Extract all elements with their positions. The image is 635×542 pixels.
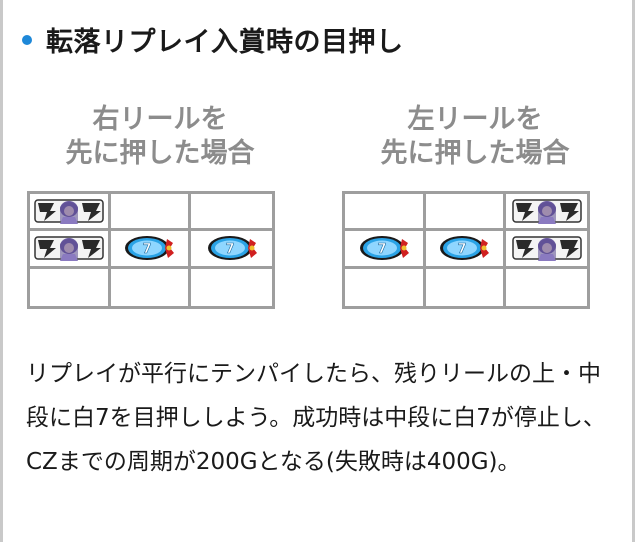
reel-cell [30, 231, 111, 269]
section-heading: 転落リプレイ入賞時の目押し [22, 20, 404, 59]
reel-cell: 7 [425, 231, 507, 269]
replay-symbol-icon [511, 197, 582, 225]
svg-text:7: 7 [225, 242, 234, 257]
replay-symbol-icon [34, 234, 104, 262]
reel-cell: 7 [345, 231, 426, 269]
caption-line: 先に押した場合 [380, 138, 570, 169]
reel-cell [191, 194, 272, 232]
reel-cell: 7 [110, 231, 192, 269]
caption-line: 先に押した場合 [65, 138, 255, 169]
reel-cell [345, 268, 426, 306]
caption-line: 右リールを [92, 104, 228, 135]
panel-caption-left-reel-first: 左リールを 先に押した場合 [345, 103, 605, 171]
reel-cell [345, 194, 426, 232]
white-seven-symbol-icon: 7 [356, 233, 412, 263]
panel-caption-right-reel-first: 右リールを 先に押した場合 [30, 103, 290, 171]
replay-symbol-icon [511, 234, 582, 262]
svg-text:7: 7 [458, 242, 467, 257]
svg-text:7: 7 [377, 242, 386, 257]
reel-cell [110, 194, 192, 232]
reel-cell [506, 269, 587, 306]
reel-cell [426, 268, 507, 306]
section-title: 転落リプレイ入賞時の目押し [46, 27, 404, 58]
replay-symbol-icon [34, 197, 104, 225]
reel-cell [111, 268, 192, 306]
reel-cell [425, 194, 507, 232]
description-text: リプレイが平行にテンパイしたら、残りリールの上・中段に白7を目押ししよう。成功時… [26, 361, 606, 475]
reel-cell [506, 194, 587, 232]
svg-text:7: 7 [143, 242, 152, 257]
reel-cell [30, 268, 111, 306]
reel-cell [30, 194, 111, 232]
white-seven-symbol-icon: 7 [204, 233, 260, 263]
white-seven-symbol-icon: 7 [436, 233, 492, 263]
white-seven-symbol-icon: 7 [121, 233, 177, 263]
reel-cell: 7 [191, 231, 272, 269]
reel-cell [191, 269, 272, 306]
caption-line: 左リールを [407, 104, 543, 135]
bullet-icon [22, 34, 32, 45]
reel-cell [506, 231, 587, 269]
